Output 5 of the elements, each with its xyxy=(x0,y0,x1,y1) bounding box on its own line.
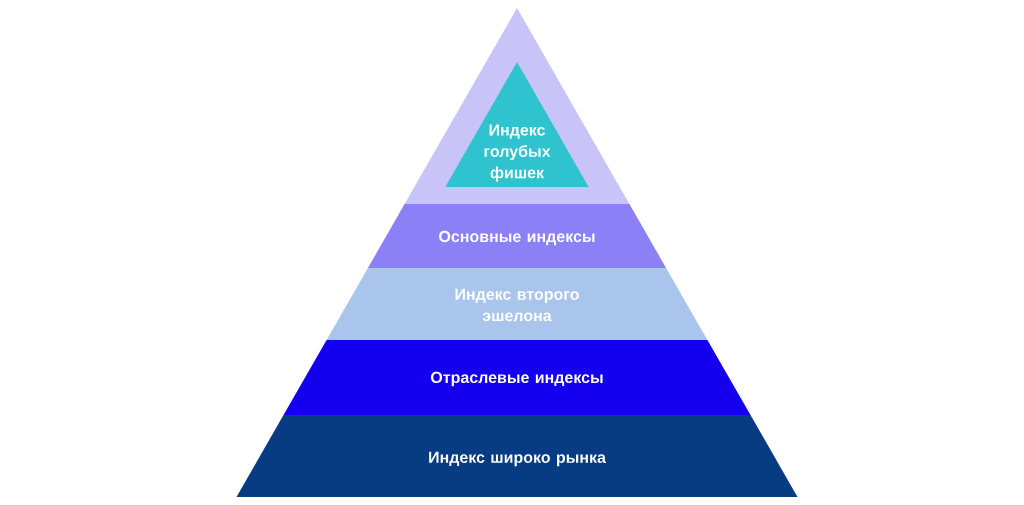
pyramid-tier: Индекс широко рынка xyxy=(236,415,798,497)
pyramid-tier: Индекс второго эшелона xyxy=(326,268,708,340)
pyramid-tier: Основные индексы xyxy=(367,204,667,268)
pyramid-tier: Отраслевые индексы xyxy=(283,340,751,415)
inner-triangle: Индекс голубых фишек xyxy=(445,62,589,187)
